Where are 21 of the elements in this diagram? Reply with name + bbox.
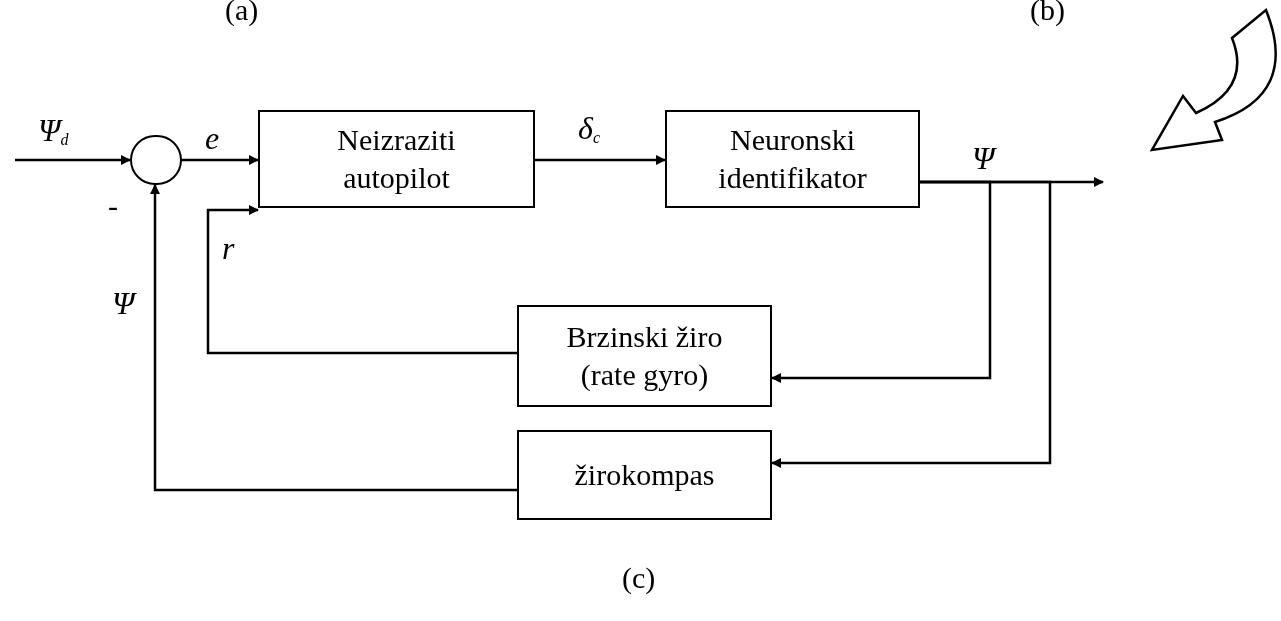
edge-label: Ψ xyxy=(112,285,135,321)
block-box: Brzinski žiro (rate gyro) xyxy=(517,305,772,407)
panel-label: (a) xyxy=(225,0,259,28)
edge-label: r xyxy=(222,230,235,266)
edge-label: Ψ xyxy=(972,140,995,176)
edge-label: e xyxy=(205,120,220,156)
panel-label: (b) xyxy=(1030,0,1065,28)
caption: (c) xyxy=(622,560,656,596)
arrow xyxy=(150,184,517,492)
block-box: Neuronski identifikator xyxy=(665,110,920,208)
block-box: Neizraziti autopilot xyxy=(258,110,535,208)
block-box: žirokompas xyxy=(517,430,772,520)
edge-label: δ$_{c}$ xyxy=(578,110,600,146)
arrow xyxy=(771,180,992,383)
arrow xyxy=(206,205,517,355)
arrow xyxy=(535,155,666,165)
arrow xyxy=(15,155,131,165)
edge-label: Ψ$_{d}$ xyxy=(38,112,69,148)
summing-junction xyxy=(130,135,182,185)
arrow xyxy=(771,180,1052,468)
panel-label: - xyxy=(108,188,118,224)
